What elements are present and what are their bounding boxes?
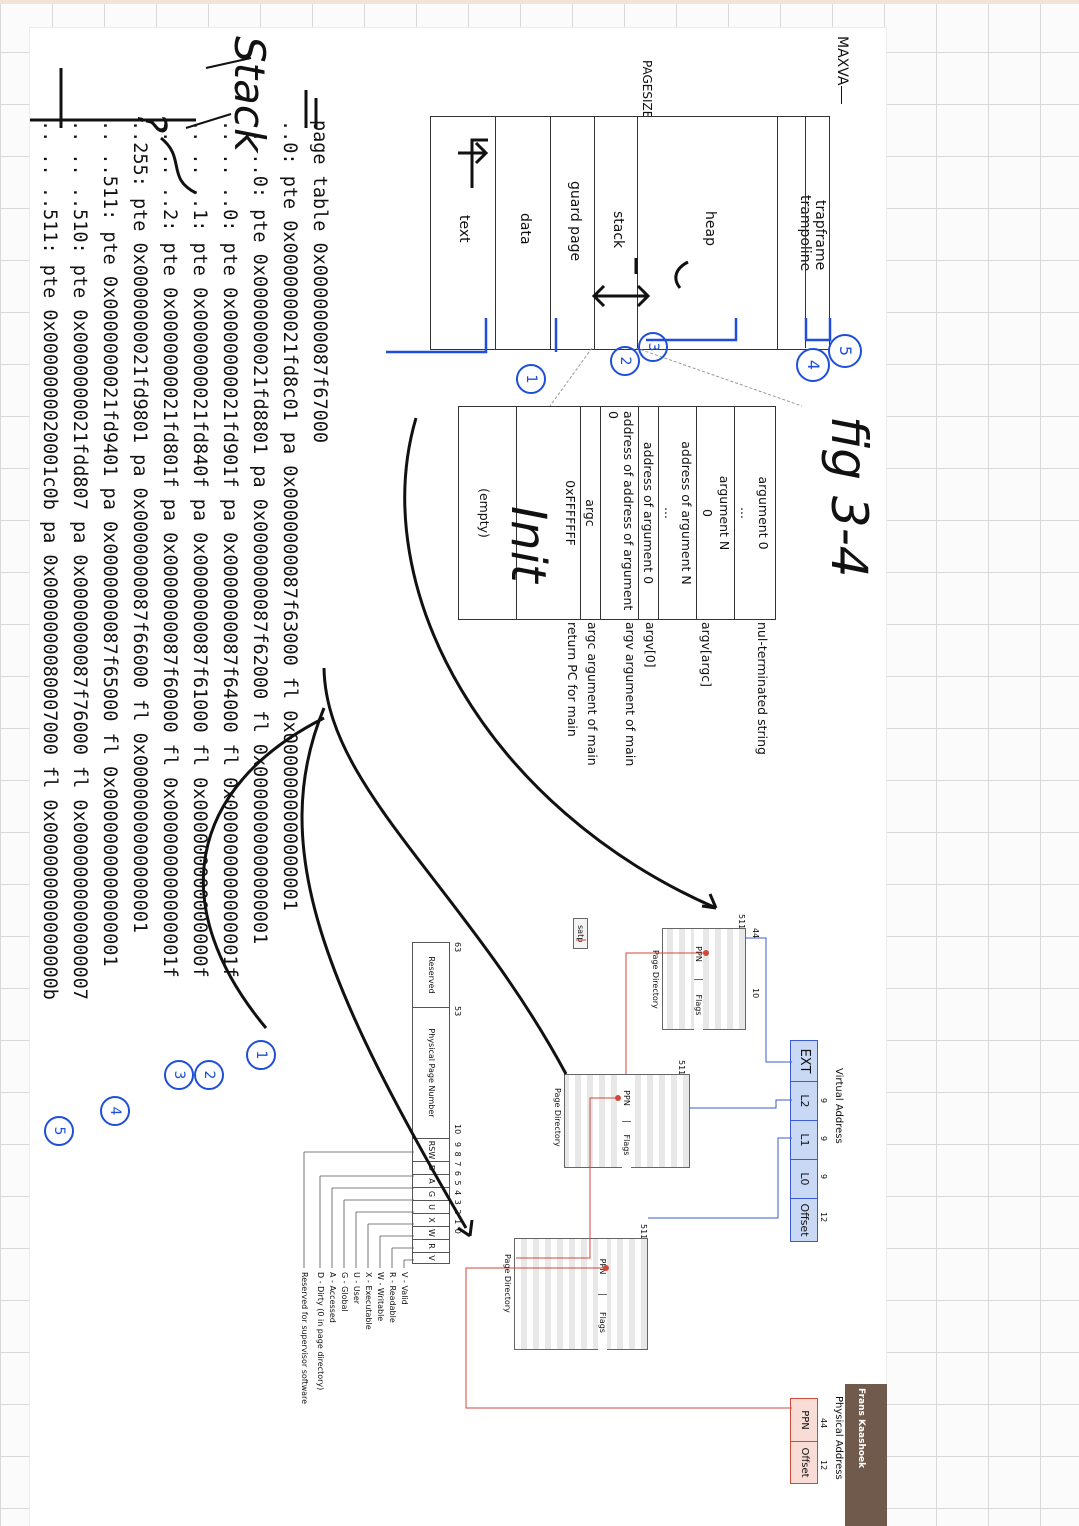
hand-curve-arrows [201, 417, 718, 1238]
rotated-slide: MAXVA PAGESIZE trampoline heap stack gua… [30, 28, 886, 1526]
stack-zoom-lines [549, 348, 803, 407]
notes-page: MAXVA PAGESIZE trampoline heap stack gua… [30, 28, 886, 1526]
presenter-name: Frans Kaashoek [856, 1388, 866, 1469]
dump-hand-marks [59, 57, 318, 129]
pte-legend-lines [303, 1151, 414, 1268]
top-strip [0, 0, 1079, 4]
riscv-diagram: Virtual Address 9 9 9 12 EXT L2 L1 L0 Of… [30, 914, 886, 1526]
hand-blue-brackets [386, 318, 832, 354]
presenter-webcam: Frans Kaashoek [845, 1384, 887, 1526]
pd-connectors [465, 937, 792, 1409]
hand-stack-brackets [30, 118, 689, 308]
